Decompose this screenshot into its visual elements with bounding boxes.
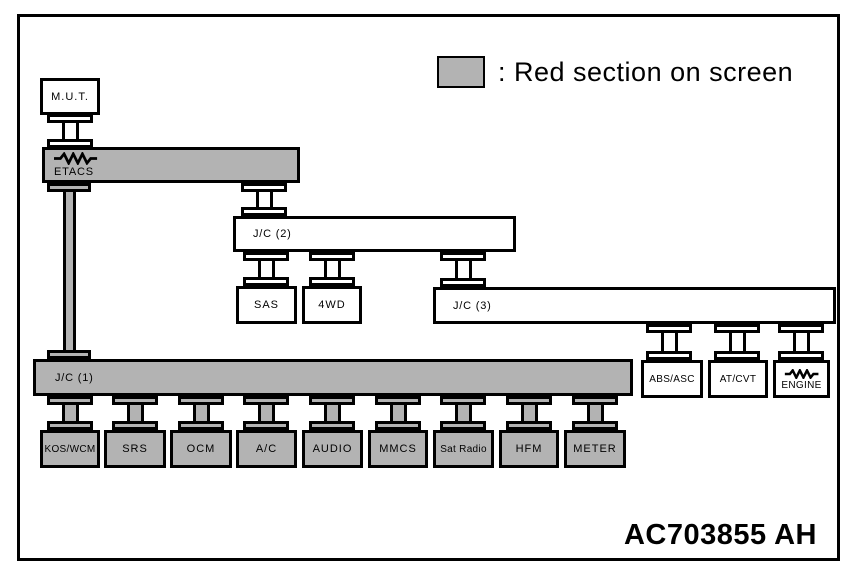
bus-jc3: J/C (3) xyxy=(433,287,836,324)
resistor-icon xyxy=(784,368,818,379)
bus-etacs-label: ETACS xyxy=(54,166,94,178)
connector-jc1-meter xyxy=(572,396,618,430)
connector-jc3-engine xyxy=(778,324,824,360)
node-engine: ENGINE xyxy=(773,360,830,398)
connector-jc1-ocm xyxy=(178,396,224,430)
node-mut-label: M.U.T. xyxy=(51,90,89,103)
connector-etacs-jc1 xyxy=(47,183,91,359)
node-mmcs-label: MMCS xyxy=(379,443,417,455)
node-satradio: Sat Radio xyxy=(433,430,494,468)
node-koswcm: KOS/WCM xyxy=(40,430,100,468)
connector-jc1-srs xyxy=(112,396,158,430)
node-audio: AUDIO xyxy=(302,430,363,468)
bus-jc3-label: J/C (3) xyxy=(453,299,492,312)
node-4wd: 4WD xyxy=(302,286,362,324)
bus-jc2: J/C (2) xyxy=(233,216,516,252)
connector-jc1-audio xyxy=(309,396,355,430)
legend-label: : Red section on screen xyxy=(498,56,794,87)
connector-jc1-koswcm xyxy=(47,396,93,430)
node-hfm: HFM xyxy=(499,430,559,468)
node-srs-label: SRS xyxy=(122,443,148,455)
connector-etacs-jc2 xyxy=(241,183,287,216)
node-mut: M.U.T. xyxy=(40,78,100,115)
legend-gray-swatch xyxy=(437,56,485,88)
bus-jc2-label: J/C (2) xyxy=(253,228,292,240)
figure-code: AC703855 AH xyxy=(623,519,817,551)
bus-jc1: J/C (1) xyxy=(33,359,633,396)
node-meter: METER xyxy=(564,430,626,468)
node-satradio-label: Sat Radio xyxy=(440,443,487,455)
connector-jc1-hfm xyxy=(506,396,552,430)
node-srs: SRS xyxy=(104,430,166,468)
connector-jc2-jc3 xyxy=(440,252,486,287)
connector-jc2-sas xyxy=(243,252,289,286)
node-atcvt: AT/CVT xyxy=(708,360,768,398)
connector-jc2-4wd xyxy=(309,252,355,286)
legend: : Red section on screen xyxy=(437,56,793,88)
connector-jc3-absasc xyxy=(646,324,692,360)
node-koswcm-label: KOS/WCM xyxy=(44,443,96,455)
node-sas: SAS xyxy=(236,286,297,324)
bus-etacs: ETACS xyxy=(42,147,300,183)
node-absasc-label: ABS/ASC xyxy=(649,373,695,385)
node-engine-label: ENGINE xyxy=(781,379,822,391)
node-ac-label: A/C xyxy=(255,443,278,455)
connector-jc3-atcvt xyxy=(714,324,760,360)
node-4wd-label: 4WD xyxy=(318,299,346,311)
node-absasc: ABS/ASC xyxy=(641,360,703,398)
node-ac: A/C xyxy=(236,430,297,468)
node-hfm-label: HFM xyxy=(515,443,543,455)
node-sas-label: SAS xyxy=(253,299,279,311)
node-mmcs: MMCS xyxy=(368,430,428,468)
node-ocm-label: OCM xyxy=(186,443,216,455)
connector-jc1-ac xyxy=(243,396,289,430)
node-atcvt-label: AT/CVT xyxy=(719,373,757,385)
node-meter-label: METER xyxy=(573,443,617,455)
connector-jc1-satradio xyxy=(440,396,486,430)
connector-jc1-mmcs xyxy=(375,396,421,430)
node-audio-label: AUDIO xyxy=(312,443,353,455)
connector-mut-etacs xyxy=(47,114,93,148)
resistor-icon xyxy=(54,152,98,165)
bus-jc1-label: J/C (1) xyxy=(55,371,94,384)
node-ocm: OCM xyxy=(170,430,232,468)
